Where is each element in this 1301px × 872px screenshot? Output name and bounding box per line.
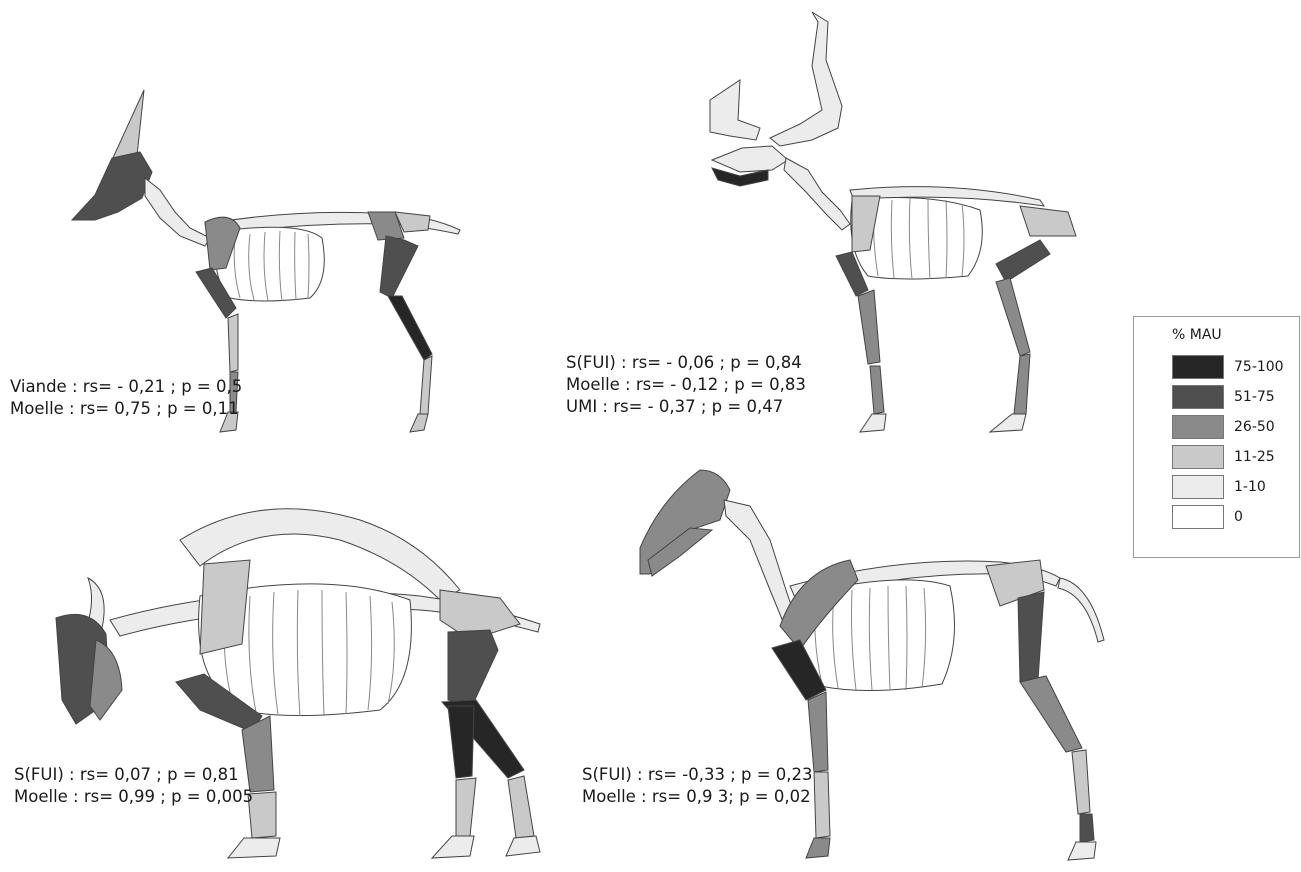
legend-swatch [1172, 475, 1224, 499]
legend-label: 51-75 [1234, 389, 1275, 405]
horse-hindleg-phalanges [1080, 814, 1094, 842]
reindeer-hindleg-phalanges [990, 414, 1026, 432]
horse-stats-line-2: Moelle : rs= 0,9 3; p = 0,02 [582, 787, 811, 806]
legend-swatch [1172, 445, 1224, 469]
mau-legend: % MAU 75-100 51-75 26-50 11-25 1-10 0 [1133, 316, 1300, 558]
saiga-cervical [145, 178, 210, 246]
legend-item-11-25: 11-25 [1172, 445, 1275, 469]
legend-label: 26-50 [1234, 419, 1275, 435]
reindeer-foreleg-phalanges [860, 414, 886, 432]
reindeer-stats-line-2: Moelle : rs= - 0,12 ; p = 0,83 [566, 375, 806, 394]
horse-stats-line-1: S(FUI) : rs= -0,33 ; p = 0,23 [582, 765, 813, 784]
bison-scapula [200, 560, 250, 654]
horse-femur [1018, 592, 1044, 682]
bison-metatarsal-second [508, 776, 534, 838]
reindeer-skull [712, 146, 788, 172]
legend-item-1-10: 1-10 [1172, 475, 1266, 499]
reindeer-pelvis [1020, 206, 1076, 236]
saiga-stats-line-1: Viande : rs= - 0,21 ; p = 0,5 [10, 377, 242, 396]
horse-tibia [1020, 676, 1082, 752]
horse-metacarpal [814, 772, 830, 838]
reindeer-cervical [784, 158, 850, 230]
legend-label: 0 [1234, 509, 1243, 525]
reindeer-metatarsal [1014, 354, 1030, 414]
horse-foreleg-phalanges [806, 838, 830, 858]
legend-swatch [1172, 355, 1224, 379]
bison-tibia-second [448, 706, 474, 778]
legend-item-75-100: 75-100 [1172, 355, 1284, 379]
reindeer-antler-brow [710, 80, 760, 140]
bison-hindleg-phalanges [432, 836, 474, 858]
bison-radius [242, 716, 274, 792]
legend-item-0: 0 [1172, 505, 1243, 529]
saiga-radius [228, 314, 238, 372]
horse-cervical [724, 500, 796, 624]
legend-swatch [1172, 415, 1224, 439]
horse-radius [808, 692, 828, 772]
saiga-femur [380, 236, 418, 298]
bison-foreleg-phalanges [228, 838, 280, 858]
legend-label: 11-25 [1234, 449, 1275, 465]
bison-mandible [90, 640, 122, 720]
saiga-hindleg-phalanges [410, 414, 428, 432]
horse-hoof [1068, 842, 1096, 860]
reindeer-metacarpal [870, 366, 884, 414]
reindeer-stats-line-3: UMI : rs= - 0,37 ; p = 0,47 [566, 397, 783, 416]
legend-title: % MAU [1172, 327, 1222, 343]
bison-stats-line-1: S(FUI) : rs= 0,07 ; p = 0,81 [14, 765, 239, 784]
bison-femur [448, 630, 498, 706]
horse-tail [1058, 578, 1104, 642]
reindeer-antlers [770, 12, 842, 146]
bison-metatarsal [456, 778, 476, 836]
saiga-tibia [388, 296, 432, 360]
reindeer-tibia [996, 278, 1030, 356]
saiga-skull [72, 152, 152, 220]
bison-hindleg-phalanges-second [506, 836, 540, 856]
legend-swatch [1172, 505, 1224, 529]
reindeer-radius [858, 290, 880, 364]
saiga-metatarsal [420, 356, 432, 414]
horse-metatarsal [1072, 750, 1090, 814]
legend-item-51-75: 51-75 [1172, 385, 1275, 409]
legend-item-26-50: 26-50 [1172, 415, 1275, 439]
reindeer-stats-line-1: S(FUI) : rs= - 0,06 ; p = 0,84 [566, 353, 802, 372]
saiga-stats-line-2: Moelle : rs= 0,75 ; p = 0,11 [10, 399, 239, 418]
reindeer-femur [996, 240, 1050, 282]
legend-label: 75-100 [1234, 359, 1284, 375]
legend-label: 1-10 [1234, 479, 1266, 495]
legend-swatch [1172, 385, 1224, 409]
bison-stats-line-2: Moelle : rs= 0,99 ; p = 0,005 [14, 787, 253, 806]
